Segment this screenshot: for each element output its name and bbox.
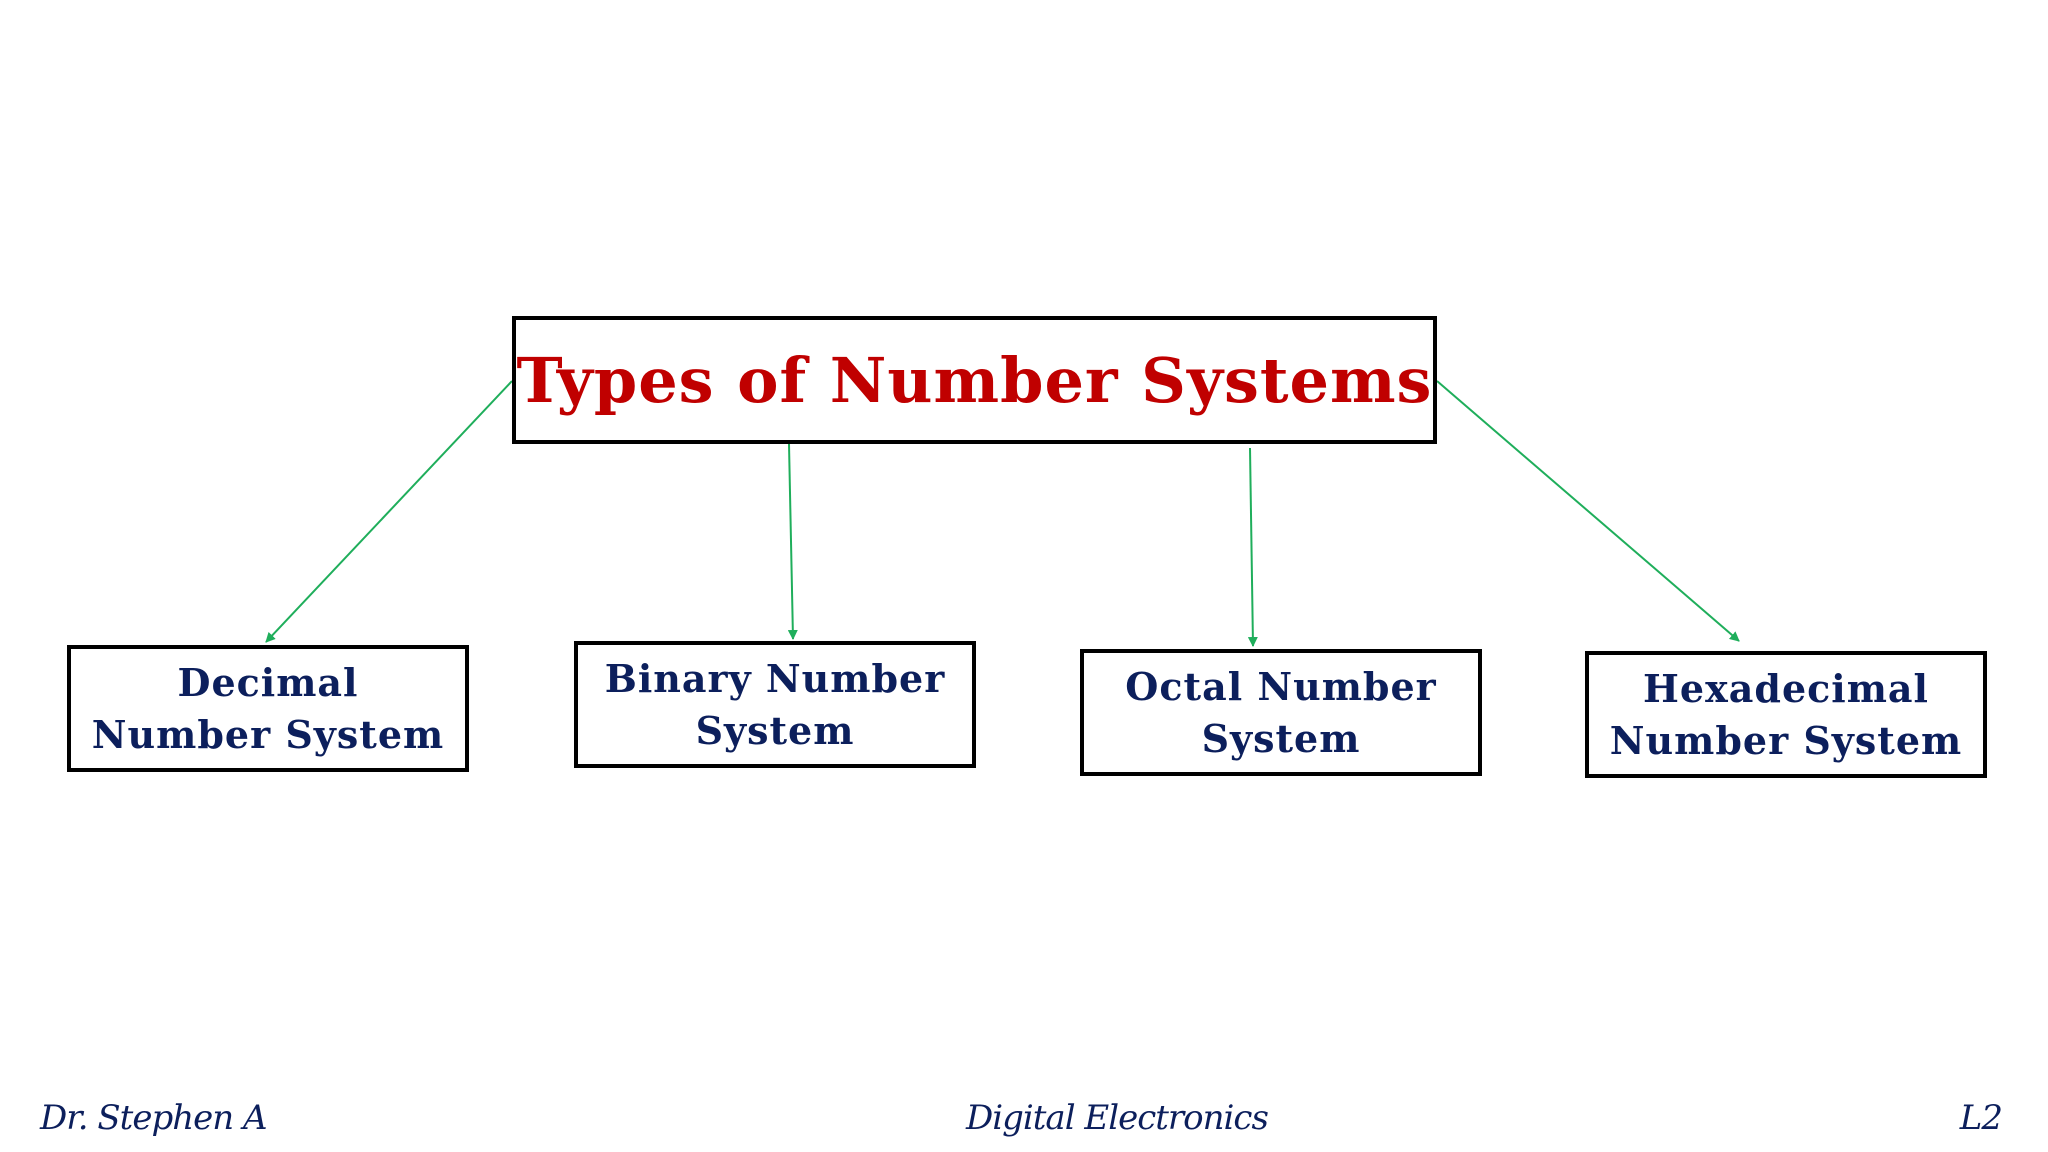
root-node: Types of Number Systems xyxy=(512,316,1437,444)
node-octal-number-system: Octal Number System xyxy=(1080,649,1482,776)
node-decimal-number-system: Decimal Number System xyxy=(67,645,469,772)
diagram-title: Types of Number Systems xyxy=(516,343,1433,417)
arrow-to-binary xyxy=(787,443,798,640)
footer-lecture-number: L2 xyxy=(1959,1098,2003,1138)
footer-course-title: Digital Electronics xyxy=(966,1098,1269,1138)
node-label-octal: Octal Number System xyxy=(1125,663,1437,761)
node-label-binary: Binary Number System xyxy=(604,655,946,753)
arrow-to-decimal xyxy=(265,380,513,643)
node-label-hexadecimal: Hexadecimal Number System xyxy=(1609,665,1963,763)
footer-author: Dr. Stephen A xyxy=(40,1098,268,1138)
arrow-to-octal xyxy=(1247,447,1258,647)
node-hexadecimal-number-system: Hexadecimal Number System xyxy=(1585,651,1987,778)
node-label-decimal: Decimal Number System xyxy=(91,659,445,757)
node-binary-number-system: Binary Number System xyxy=(574,641,976,768)
arrow-to-hexadecimal xyxy=(1436,380,1740,642)
